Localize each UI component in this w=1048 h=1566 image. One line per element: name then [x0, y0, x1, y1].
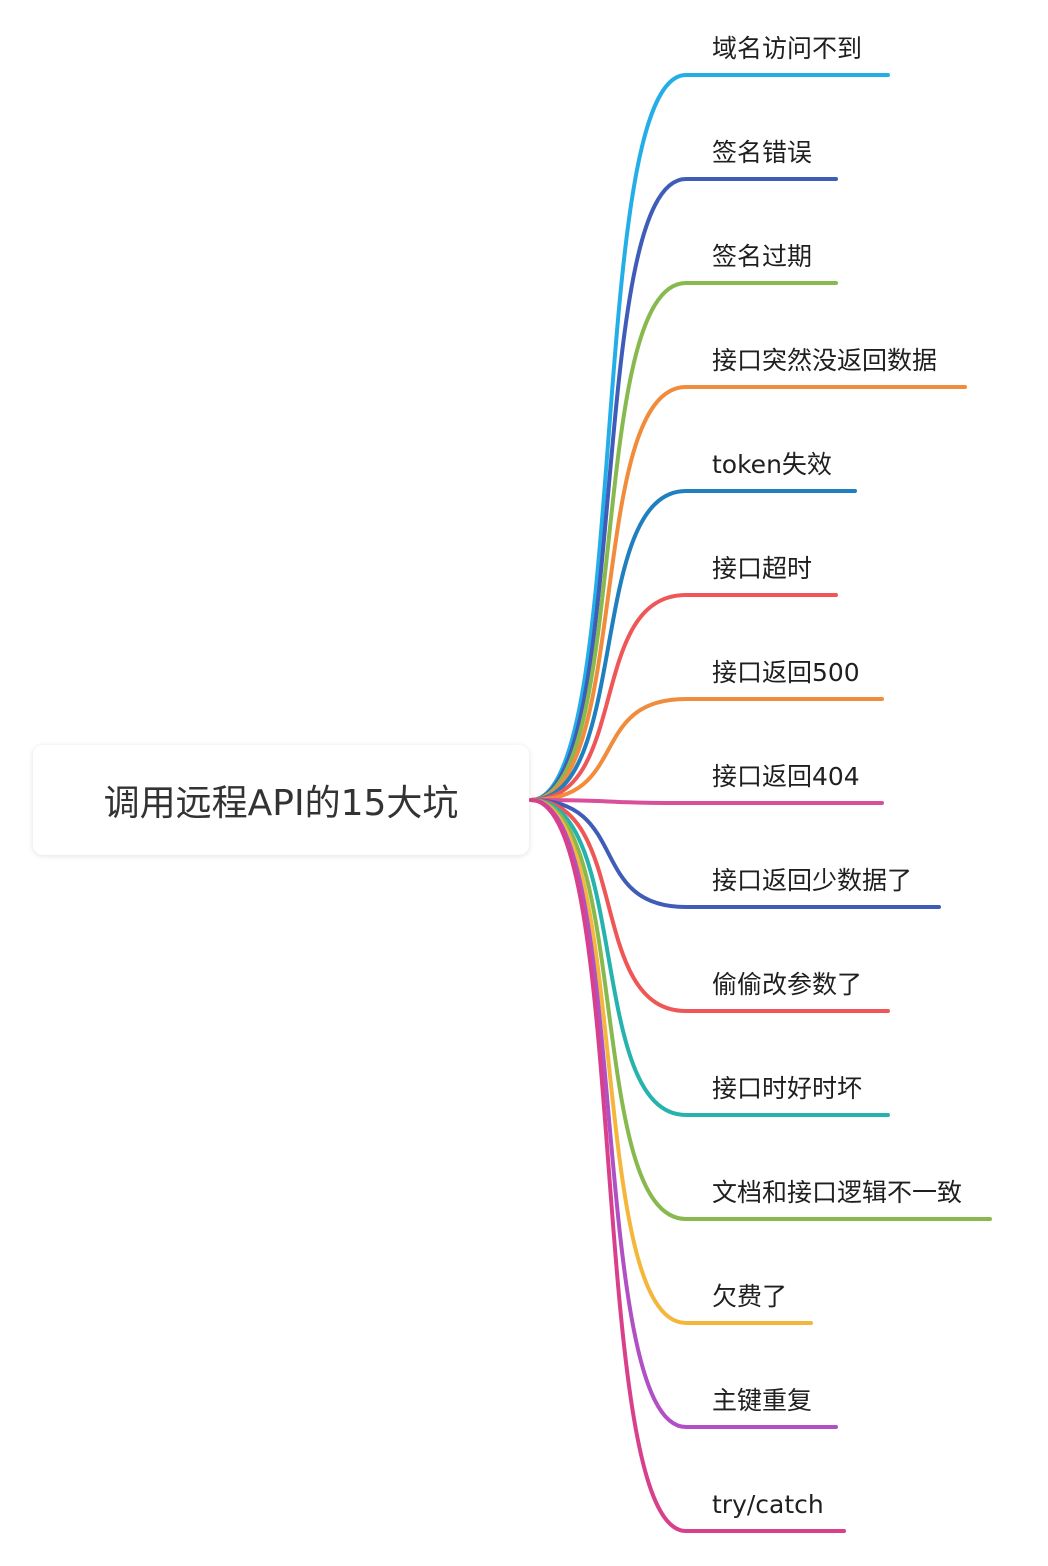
branch-node[interactable]: 欠费了 [712, 1282, 788, 1311]
branch-connector [529, 73, 890, 802]
branch-node[interactable]: 签名过期 [712, 242, 813, 271]
branch-node[interactable]: 接口返回少数据了 [712, 866, 913, 895]
branch-node[interactable]: 主键重复 [712, 1386, 813, 1415]
branch-node[interactable]: 接口返回500 [712, 658, 860, 687]
branch-node[interactable]: 接口超时 [712, 554, 813, 583]
branch-connector [529, 177, 838, 802]
branch-node[interactable]: 文档和接口逻辑不一致 [712, 1178, 963, 1207]
branch-connector [529, 697, 884, 802]
root-node[interactable]: 调用远程API的15大坑 [33, 745, 529, 855]
branch-node[interactable]: 偷偷改参数了 [712, 970, 863, 999]
branch-node[interactable]: 接口返回404 [712, 762, 860, 791]
branch-connector [529, 798, 890, 1013]
branch-connector [529, 798, 846, 1533]
branch-connector [529, 798, 941, 909]
branch-node[interactable]: token失效 [712, 450, 832, 479]
branch-node[interactable]: 签名错误 [712, 138, 813, 167]
branch-connector [529, 489, 857, 802]
branch-connector [529, 798, 890, 1117]
branch-connector [529, 798, 992, 1221]
branch-connector [529, 385, 967, 802]
branch-connector [529, 798, 813, 1325]
branch-node[interactable]: 接口时好时坏 [712, 1074, 863, 1103]
root-title: 调用远程API的15大坑 [103, 783, 459, 824]
branch-node[interactable]: try/catch [712, 1490, 824, 1519]
branch-node[interactable]: 接口突然没返回数据 [712, 346, 938, 375]
branch-connector [529, 798, 884, 805]
branch-node[interactable]: 域名访问不到 [712, 34, 863, 63]
branch-connector [529, 593, 838, 802]
branch-connector [529, 281, 838, 802]
